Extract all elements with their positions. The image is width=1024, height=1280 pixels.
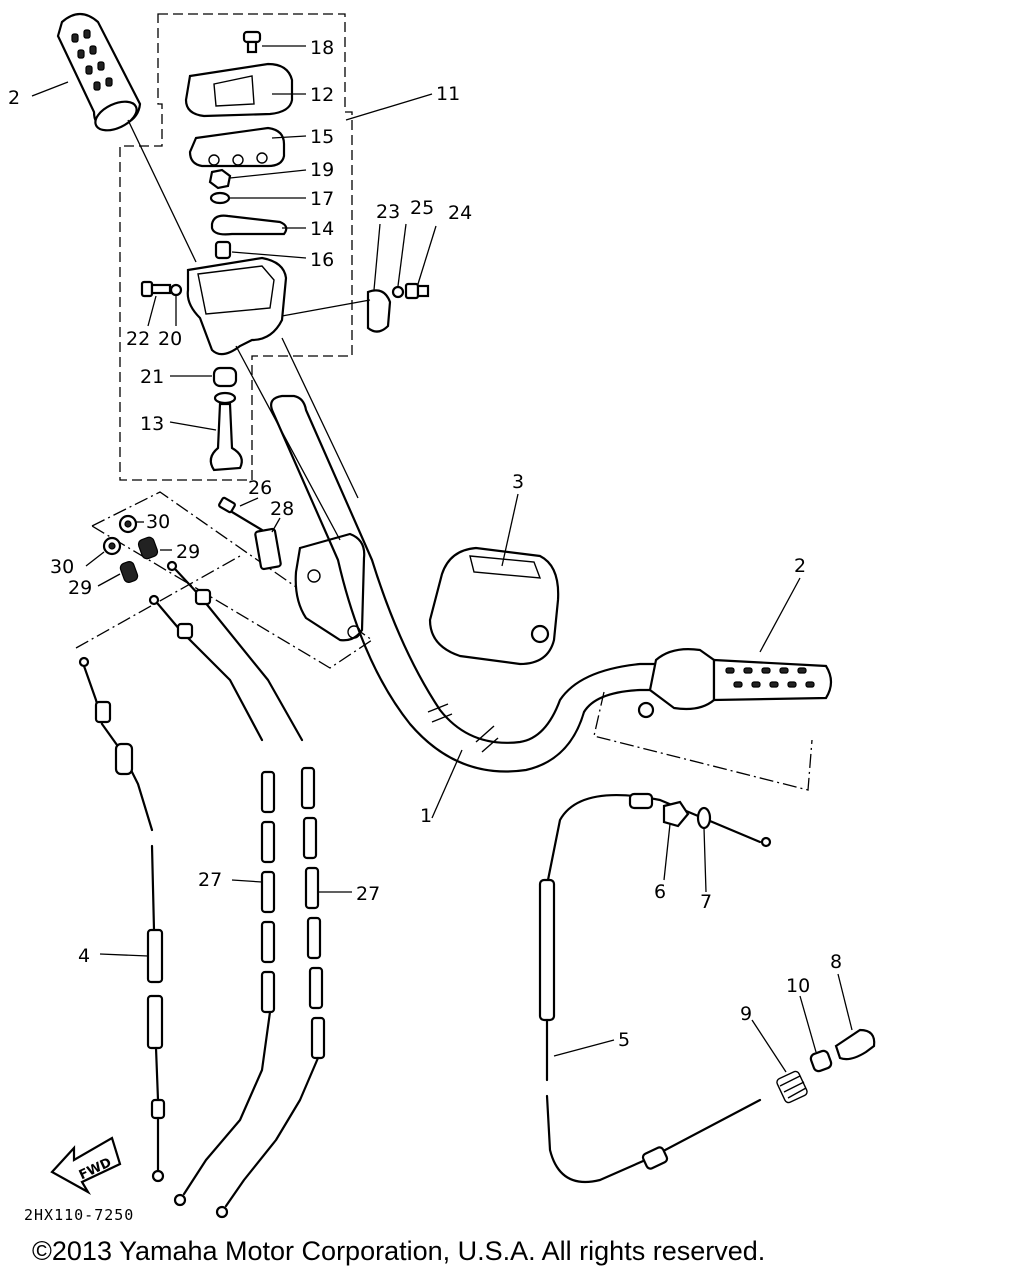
part-23-clip [366,289,392,333]
part-15-gasket [188,126,286,168]
callout-10: 10 [786,975,810,997]
callout-11: 11 [436,83,460,105]
callout-28: 28 [270,498,294,520]
callout-23: 23 [376,201,400,223]
part-24-bolt [404,282,430,300]
part-9-spring [776,1070,808,1104]
callout-19: 19 [310,159,334,181]
brake-bracket [294,532,366,642]
throttle-housing [186,256,288,356]
callout-25: 25 [410,197,434,219]
diagram-code: 2HX110-7250 [24,1206,135,1224]
callout-4: 4 [78,945,90,967]
part-5-throttle-cable [538,792,772,1184]
callout-5: 5 [618,1029,630,1051]
leader-lines [31,45,853,1073]
part-29-bush-upper [137,536,159,560]
callout-21: 21 [140,366,164,388]
callout-29-lower: 29 [68,577,92,599]
callout-30-lower: 30 [50,556,74,578]
part-26-bolt [218,496,264,532]
callout-18: 18 [310,37,334,59]
callout-8: 8 [830,951,842,973]
part-16-collar [214,240,232,260]
part-12-cover [184,62,294,118]
callout-22: 22 [126,328,150,350]
part-27-cable-left [148,594,276,1207]
callout-7: 7 [700,891,712,913]
cable-guide-line-a [75,555,241,649]
callout-2-right-grip: 2 [794,555,806,577]
part-3-switch-housing [428,546,560,666]
handlebar [270,394,682,744]
part-8-bracket [834,1028,876,1061]
cable-group-guide [90,491,374,669]
callout-24: 24 [448,202,472,224]
part-25-washer [391,285,405,299]
callouts: 2 18 12 11 15 19 17 14 16 23 25 24 22 20… [8,37,842,1051]
callout-6: 6 [654,881,666,903]
part-17-washer [209,191,231,205]
part-20-washer [169,283,183,297]
part-7-washer [696,806,712,830]
callout-2-left-grip: 2 [8,87,20,109]
part-6-nut [662,800,690,828]
callout-13: 13 [140,413,164,435]
assembly-box-outline [119,13,353,481]
fwd-arrow-icon: FWD [50,1136,122,1195]
callout-9: 9 [740,1003,752,1025]
part-21-bushing [212,366,238,388]
part-13-shaft [209,402,243,472]
part-22-screw [140,280,172,298]
throttle-guide-line [593,691,813,791]
callout-20: 20 [158,328,182,350]
copyright-notice: ©2013 Yamaha Motor Corporation, U.S.A. A… [32,1236,766,1266]
callout-14: 14 [310,218,334,240]
callout-3: 3 [512,471,524,493]
callout-15: 15 [310,126,334,148]
callout-17: 17 [310,188,334,210]
right-grip [637,648,833,719]
callout-26: 26 [248,477,272,499]
part-27-cable-right [166,560,326,1219]
callout-12: 12 [310,84,334,106]
part-29-bush-lower [119,561,139,583]
callout-27-left: 27 [198,869,222,891]
part-28-block [254,527,282,571]
left-grip [56,12,142,132]
callout-16: 16 [310,249,334,271]
callout-1-handlebar: 1 [420,805,432,827]
callout-27-right: 27 [356,883,380,905]
part-18-screw [242,30,262,54]
part-19-nut [208,168,232,190]
callout-29-upper: 29 [176,541,200,563]
part-4-brake-cable [78,656,166,1183]
part-10-collar [809,1049,833,1073]
part-14-lever [210,214,288,236]
callout-30-upper: 30 [146,511,170,533]
